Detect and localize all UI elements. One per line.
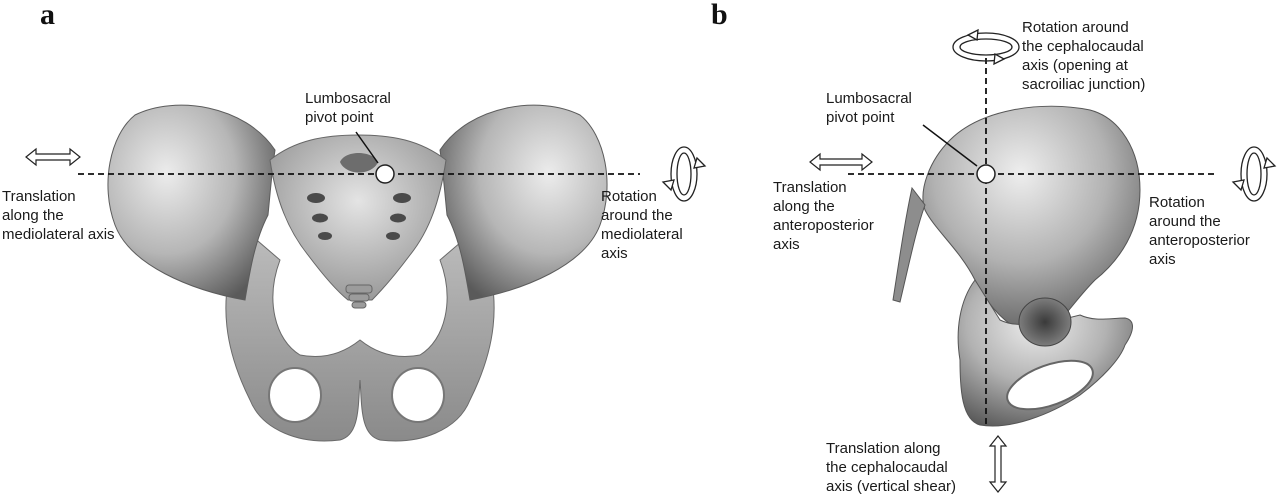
iliac-wing-left [107, 104, 276, 301]
pivot-pointer-b [922, 124, 978, 167]
pivot-pointer-a [355, 131, 379, 164]
sacrum-lateral [892, 186, 926, 303]
rotation-arrow-icon-a [661, 146, 707, 202]
translation-arrow-icon-a [25, 147, 81, 167]
panel-letter-b: b [711, 0, 728, 31]
iliac-wing-right [439, 104, 608, 301]
rotation-label-b: Rotation around the anteroposterior axis [1149, 194, 1250, 268]
translation-arrow-icon-b [809, 152, 873, 172]
ilium [922, 105, 1141, 331]
coccyx [345, 284, 373, 309]
top-rotation-label-b: Rotation around the cephalocaudal axis (… [1022, 19, 1146, 93]
pivot-label-b: Lumbosacral pivot point [826, 90, 912, 126]
sacral-foramina [307, 193, 411, 240]
bottom-translation-label-b: Translation along the cephalocaudal axis… [826, 440, 957, 495]
obturator-foramen-left [268, 367, 322, 423]
ischium-pubis [957, 279, 1133, 427]
translation-label-b: Translation along the anteroposterior ax… [773, 179, 874, 253]
hip-bone-lateral-illustration [892, 105, 1141, 427]
obturator-foramen-right [391, 367, 445, 423]
vertical-shear-arrow-icon [988, 435, 1008, 493]
pelvis-front-illustration [107, 104, 608, 442]
obturator-foramen [1006, 359, 1094, 411]
lumbosacral-pivot-point-b [976, 164, 996, 184]
acetabulum [1018, 297, 1072, 347]
pivot-label-a: Lumbosacral pivot point [305, 90, 391, 126]
vertebral-canal [340, 153, 378, 173]
cephalocaudal-rotation-icon [952, 28, 1020, 66]
rotation-label-a: Rotation around the mediolateral axis [601, 188, 683, 262]
rotation-arrow-icon-b [1231, 146, 1277, 202]
panel-letter-a: a [40, 0, 55, 31]
translation-label-a: Translation along the mediolateral axis [2, 188, 115, 243]
lumbosacral-pivot-point-a [375, 164, 395, 184]
